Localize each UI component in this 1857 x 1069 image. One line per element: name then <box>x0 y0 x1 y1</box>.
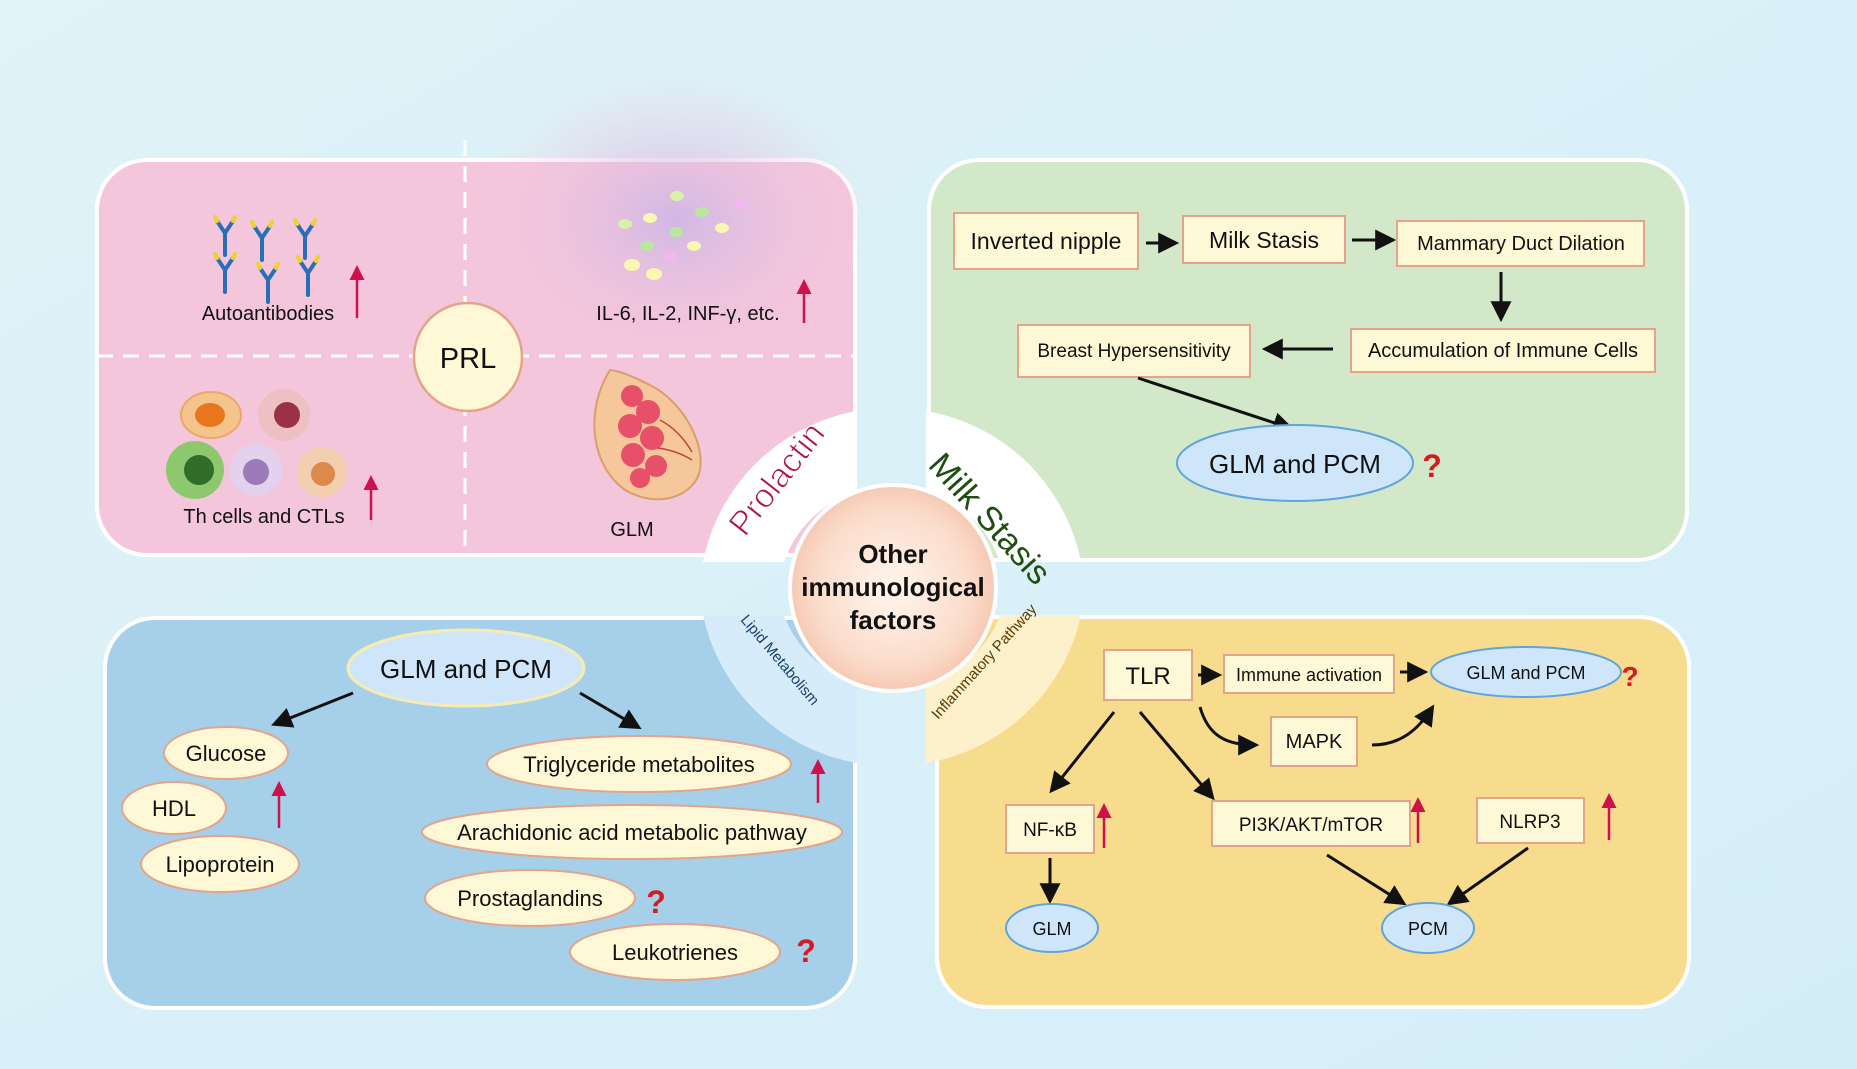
arrow-nlrp3-to-pcm <box>1446 846 1529 906</box>
cytokine-haze <box>475 70 875 370</box>
duct-dilation-label: Mammary Duct Dilation <box>1417 233 1625 255</box>
arrow-top-to-glucose <box>271 691 354 728</box>
center-line-2: immunological <box>801 572 984 602</box>
mapk-box <box>1270 716 1358 767</box>
inflammatory-panel: TLR Immune activation GLM and PCM ? MAPK… <box>935 615 1691 1009</box>
pcm-oval <box>1381 902 1475 954</box>
center-circle <box>788 483 998 693</box>
glm-oval <box>1005 903 1099 953</box>
breast-icon <box>593 368 702 501</box>
accumulation-box <box>1350 328 1656 373</box>
arrow-tlr-to-mapk <box>1198 706 1260 756</box>
inverted-nipple-label: Inverted nipple <box>971 228 1122 254</box>
cytokine-dots <box>618 191 747 280</box>
arc-band-lipid <box>703 615 857 763</box>
lipid-panel: GLM and PCM Glucose HDL Lipoprotein Trig… <box>103 616 857 1010</box>
nlrp3-label: NLRP3 <box>1499 812 1560 833</box>
center-line-1: Other <box>858 539 927 569</box>
prolactin-panel: Autoantibodies IL-6, IL-2, INF-γ, etc. P… <box>95 70 875 557</box>
leukotrienes-question-mark: ? <box>796 933 816 969</box>
mapk-label: MAPK <box>1286 731 1343 753</box>
nfkb-label: NF-κB <box>1023 820 1077 841</box>
prl-node <box>412 301 524 413</box>
glucose-label: Glucose <box>186 741 267 766</box>
cytokines-label: IL-6, IL-2, INF-γ, etc. <box>596 303 779 325</box>
hypersensitivity-box <box>1017 324 1251 378</box>
pi3k-label: PI3K/AKT/mTOR <box>1239 815 1383 836</box>
arrow-hypersensitivity-to-outcome <box>1137 376 1294 433</box>
hdl-label: HDL <box>152 796 196 821</box>
center-line-3: factors <box>850 605 937 635</box>
lipid-top-oval <box>346 628 586 708</box>
tlr-label: TLR <box>1125 663 1170 690</box>
prl-label: PRL <box>440 343 496 375</box>
arachidonic-oval <box>421 804 843 860</box>
inflam-question-mark: ? <box>1621 661 1638 692</box>
cells-label: Th cells and CTLs <box>183 506 344 528</box>
inflam-outcome-label: GLM and PCM <box>1466 663 1585 683</box>
nfkb-box <box>1005 804 1095 854</box>
duct-dilation-box <box>1396 220 1645 267</box>
glm-breast-label: GLM <box>610 519 653 541</box>
immune-activation-box <box>1223 654 1395 694</box>
immune-activation-label: Immune activation <box>1236 665 1382 685</box>
arrow-tlr-to-pi3k <box>1138 711 1215 801</box>
lipoprotein-oval <box>140 835 300 893</box>
lipid-top-label: GLM and PCM <box>380 654 552 684</box>
milk-stasis-panel: Inverted nipple Milk Stasis Mammary Duct… <box>927 158 1689 562</box>
leukotrienes-label: Leukotrienes <box>612 940 738 965</box>
triglyceride-oval <box>486 735 792 793</box>
hdl-oval <box>121 781 227 835</box>
inverted-nipple-box <box>953 212 1139 270</box>
autoantibodies-label: Autoantibodies <box>202 303 334 325</box>
prostaglandins-oval <box>424 869 636 927</box>
arc-band-prolactin <box>703 411 857 562</box>
inflam-outcome-oval <box>1430 646 1622 698</box>
arrow-tlr-to-nfkb <box>1049 711 1116 794</box>
arachidonic-label: Arachidonic acid metabolic pathway <box>457 820 807 845</box>
arrow-pi3k-to-pcm <box>1326 853 1407 906</box>
arc-band-inflammatory <box>926 615 1081 763</box>
immune-cell-icons <box>166 389 347 499</box>
pi3k-box <box>1211 800 1411 847</box>
milk-outcome-oval <box>1176 424 1414 502</box>
nlrp3-box <box>1476 797 1585 844</box>
pcm-label: PCM <box>1408 919 1448 939</box>
arc-band-milk-stasis <box>926 411 1081 562</box>
tlr-box <box>1103 649 1193 701</box>
triglyceride-label: Triglyceride metabolites <box>523 752 755 777</box>
prostaglandins-label: Prostaglandins <box>457 886 603 911</box>
hypersensitivity-label: Breast Hypersensitivity <box>1037 341 1231 362</box>
milk-stasis-label: Milk Stasis <box>1209 227 1319 253</box>
glm-label: GLM <box>1032 919 1071 939</box>
milk-outcome-label: GLM and PCM <box>1209 449 1381 479</box>
milk-stasis-box <box>1182 215 1346 264</box>
prostaglandins-question-mark: ? <box>646 884 666 920</box>
lipoprotein-label: Lipoprotein <box>166 852 275 877</box>
glucose-oval <box>163 726 289 780</box>
accumulation-label: Accumulation of Immune Cells <box>1368 340 1638 362</box>
antibody-icons <box>213 215 320 304</box>
arrow-mapk-to-outcome <box>1371 704 1435 747</box>
milk-question-mark: ? <box>1422 448 1442 484</box>
leukotrienes-oval <box>569 923 781 981</box>
arrow-top-to-triglyceride <box>579 691 642 730</box>
